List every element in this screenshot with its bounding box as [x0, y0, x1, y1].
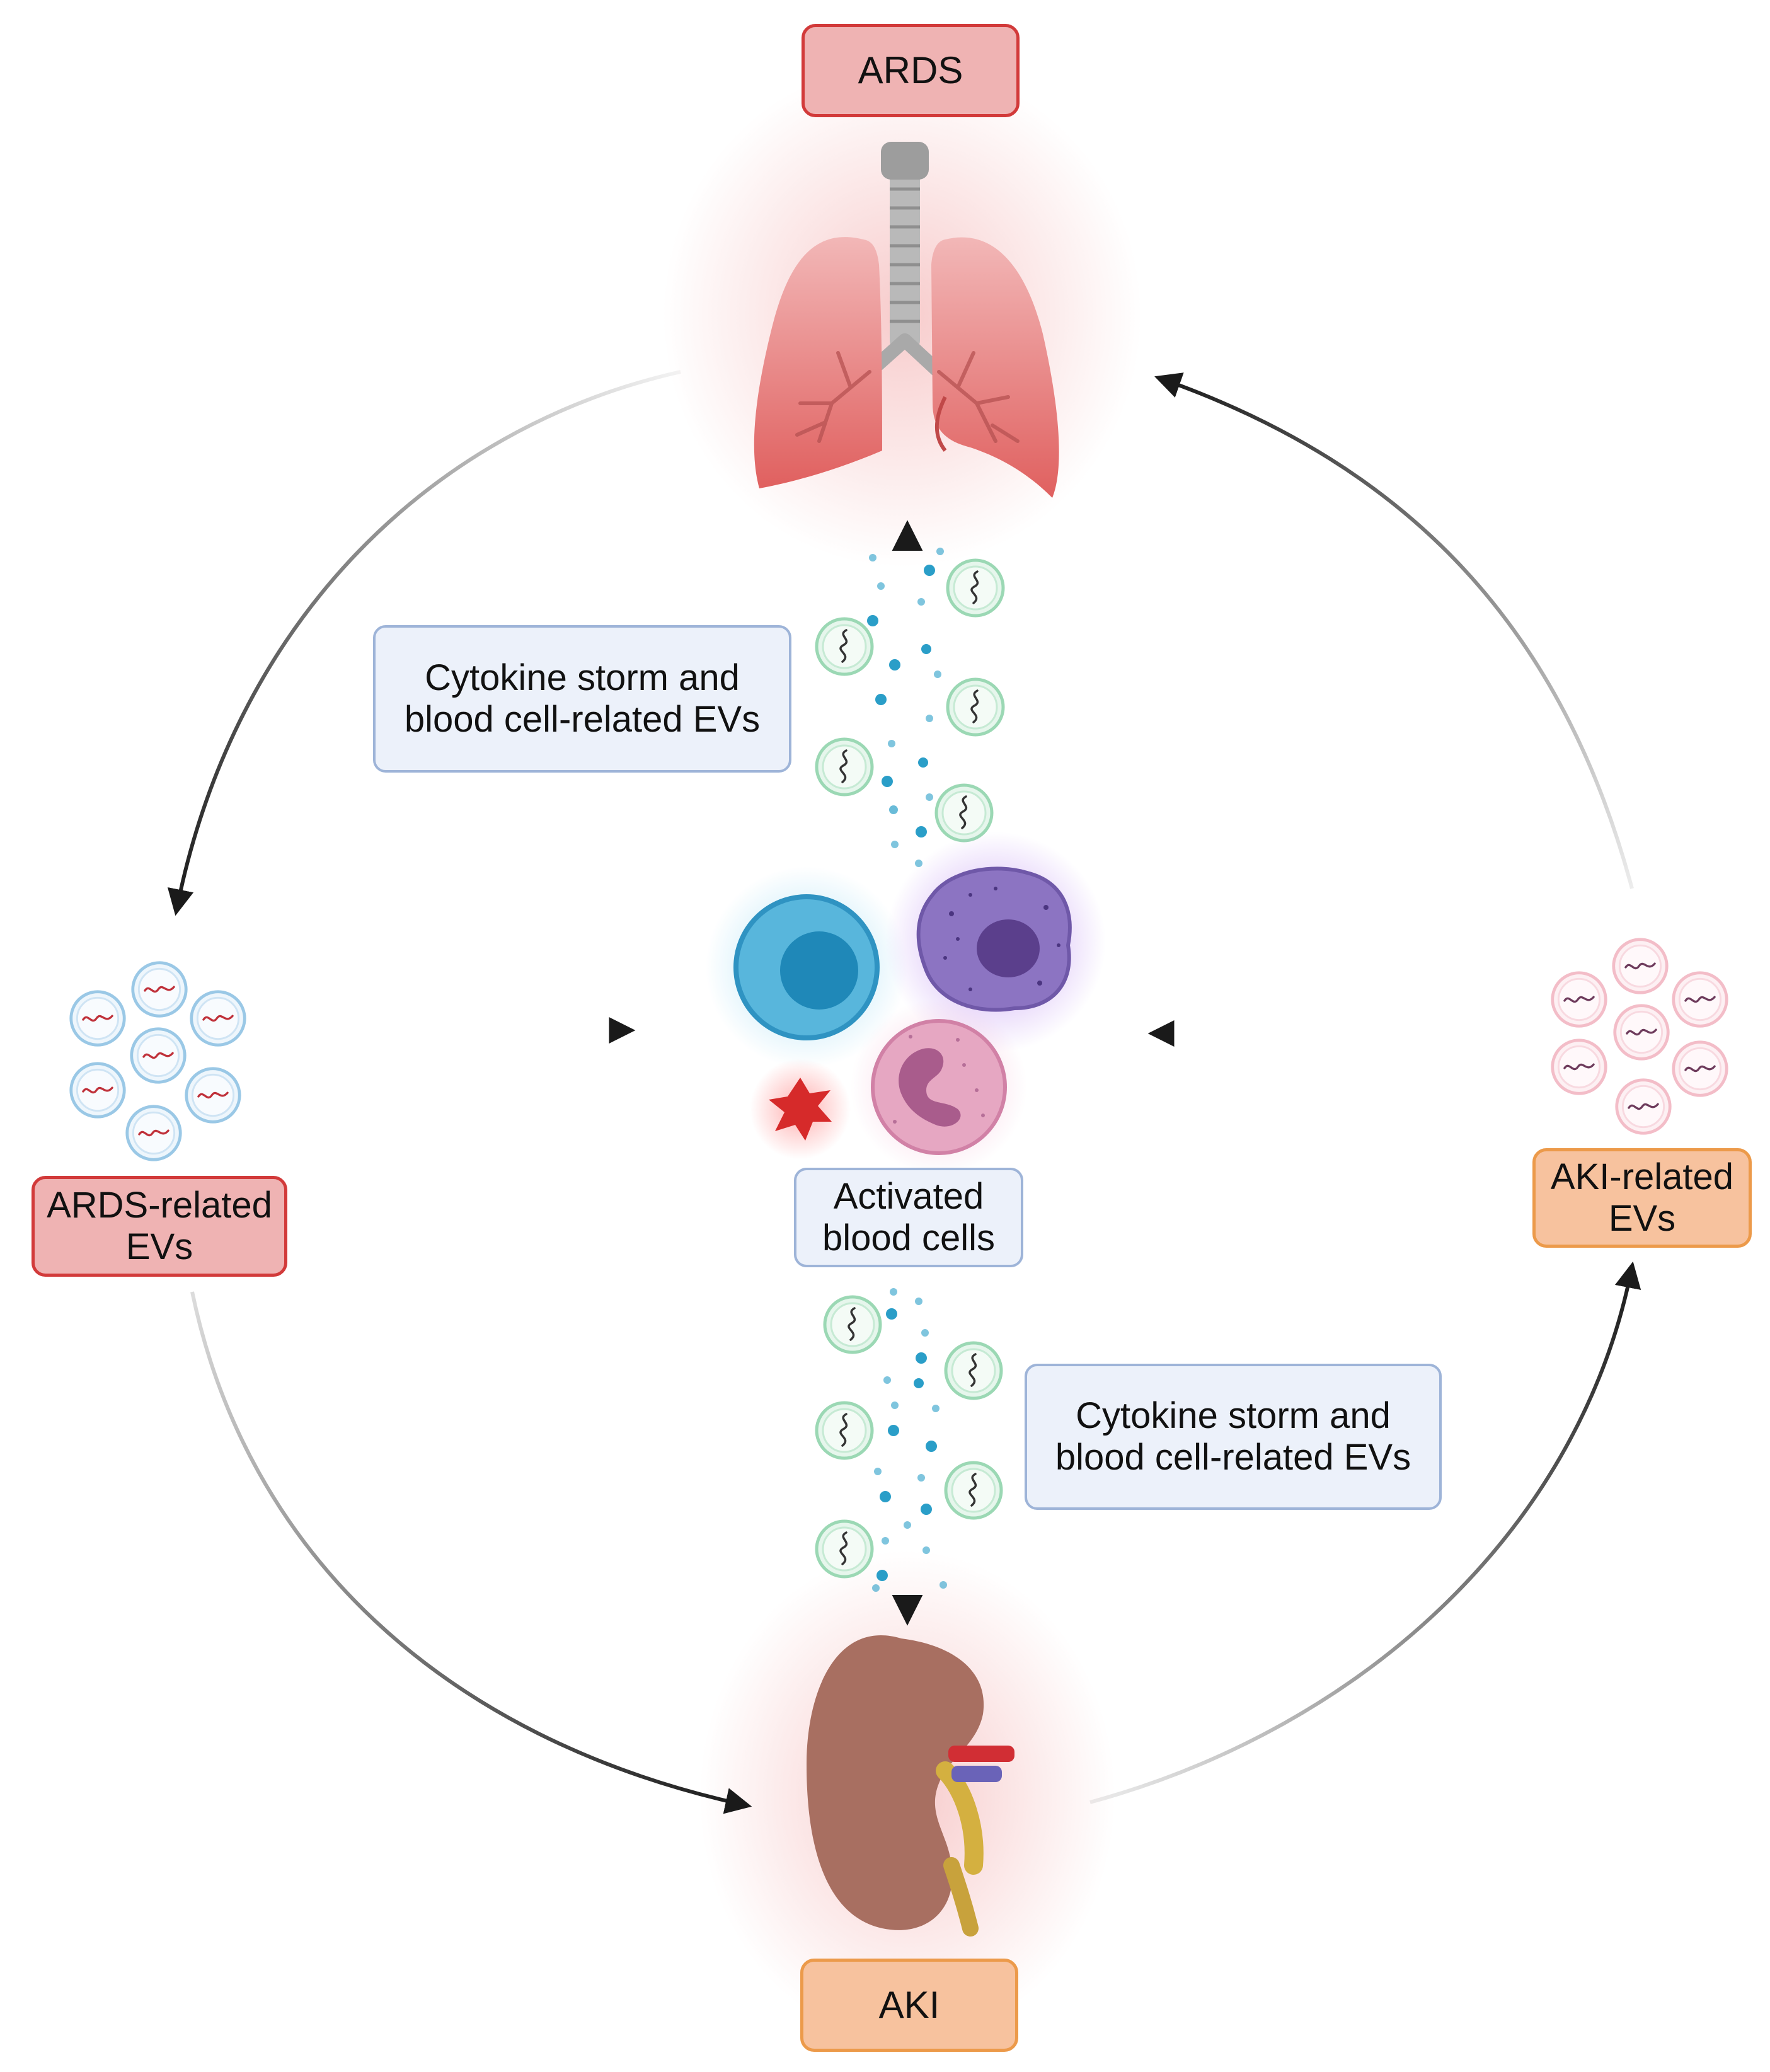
cytokine-dot-icon	[934, 671, 941, 678]
cytokine-dot-icon	[867, 615, 878, 626]
cytokine-dot-icon	[921, 1504, 932, 1515]
arc-ards-to-ards-evs	[167, 370, 681, 916]
vesicle-icon	[71, 992, 124, 1045]
kidney-icon	[807, 1635, 1014, 1937]
vesicle-icon	[132, 1029, 185, 1082]
cytokine-dot-icon	[886, 1308, 897, 1320]
cytokine-dot-icon	[882, 776, 893, 787]
cytokine-dots-top	[867, 548, 944, 867]
cytokine-dot-icon	[889, 805, 898, 814]
vesicle-icon	[1674, 1042, 1727, 1095]
vesicle-icon	[817, 1403, 872, 1458]
cytokine-dot-icon	[916, 826, 927, 837]
vesicle-icon	[1553, 973, 1606, 1026]
cytokine-dot-icon	[926, 793, 933, 801]
cytokine-dot-icon	[921, 1329, 929, 1337]
cytokine-dot-icon	[921, 644, 931, 654]
cytokine-dot-icon	[917, 598, 925, 606]
cytokine-dot-icon	[915, 1298, 922, 1305]
arc-aki-evs-to-ards	[1154, 372, 1634, 889]
cytokine-dot-icon	[914, 1378, 924, 1388]
cytokine-dot-icon	[882, 1537, 889, 1545]
arc-ards-evs-to-aki	[190, 1291, 752, 1814]
vesicle-icon	[825, 1297, 880, 1352]
cytokine-dot-icon	[869, 554, 876, 561]
cytokine-dot-icon	[891, 1401, 899, 1409]
activated-cells-group	[706, 832, 1106, 1175]
vesicle-icon	[1615, 1006, 1668, 1059]
aki-evs-cluster	[1553, 940, 1727, 1133]
cytokine-dot-icon	[917, 1474, 925, 1482]
monocyte-icon	[916, 866, 1072, 1012]
lymphocyte-icon	[733, 894, 880, 1040]
vesicle-icon	[936, 785, 992, 841]
cytokine-top-label: Cytokine storm and blood cell-related EV…	[373, 625, 791, 773]
cytokine-dot-icon	[916, 1352, 927, 1364]
vesicle-icon	[133, 963, 186, 1016]
cytokine-dot-icon	[872, 1584, 880, 1592]
cytokine-bottom-label: Cytokine storm and blood cell-related EV…	[1025, 1364, 1442, 1510]
vesicle-icon	[817, 619, 872, 674]
vesicle-icon	[192, 992, 244, 1045]
cytokine-dot-icon	[926, 1441, 937, 1452]
ards-evs-label: ARDS-related EVs	[32, 1176, 287, 1277]
aki-label: AKI	[800, 1959, 1018, 2052]
cytokine-dot-icon	[932, 1405, 940, 1412]
cytokine-dot-icon	[891, 841, 899, 848]
cytokine-dots-bottom	[872, 1288, 947, 1592]
cytokine-dot-icon	[926, 715, 933, 722]
ards-evs-cluster	[71, 963, 244, 1160]
vesicle-icon	[946, 1463, 1001, 1518]
vesicle-icon	[946, 1343, 1001, 1398]
lungs-icon	[754, 142, 1059, 498]
vesicle-icon	[948, 560, 1003, 616]
ards-label: ARDS	[802, 24, 1020, 117]
vesicle-icon	[817, 739, 872, 795]
cytokine-dot-icon	[877, 582, 885, 590]
cytokine-dot-icon	[904, 1521, 911, 1529]
cytokine-dot-icon	[924, 565, 935, 576]
cytokine-dot-icon	[889, 659, 900, 671]
vesicle-icon	[71, 1064, 124, 1117]
vesicle-icon	[1553, 1040, 1606, 1093]
aki-evs-label: AKI-related EVs	[1532, 1148, 1752, 1248]
cytokine-dot-icon	[922, 1546, 930, 1554]
arc-aki-to-aki-evs	[1089, 1261, 1641, 1804]
vesicle-icon	[1674, 973, 1727, 1026]
vesicle-icon	[1617, 1080, 1670, 1133]
neutrophil-icon	[871, 1019, 1007, 1155]
platelet-icon	[769, 1078, 832, 1141]
cytokine-dot-icon	[940, 1581, 947, 1589]
activated-cells-label: Activated blood cells	[794, 1168, 1023, 1267]
cytokine-dot-icon	[883, 1376, 891, 1384]
cytokine-dot-icon	[936, 548, 944, 555]
cytokine-dot-icon	[890, 1288, 897, 1296]
vesicle-icon	[1614, 940, 1667, 993]
cytokine-dot-icon	[888, 740, 895, 747]
vesicle-icon	[948, 679, 1003, 735]
cytokine-dot-icon	[880, 1491, 891, 1502]
cytokine-dot-icon	[876, 1570, 888, 1581]
vesicle-icon	[127, 1107, 180, 1160]
cytokine-dot-icon	[888, 1425, 899, 1436]
vesicle-icon	[817, 1521, 872, 1577]
cytokine-dot-icon	[918, 757, 928, 768]
vesicle-icon	[187, 1069, 239, 1122]
cytokine-dot-icon	[875, 694, 887, 705]
cytokine-dot-icon	[874, 1468, 882, 1475]
vesicles-top	[817, 560, 1003, 841]
